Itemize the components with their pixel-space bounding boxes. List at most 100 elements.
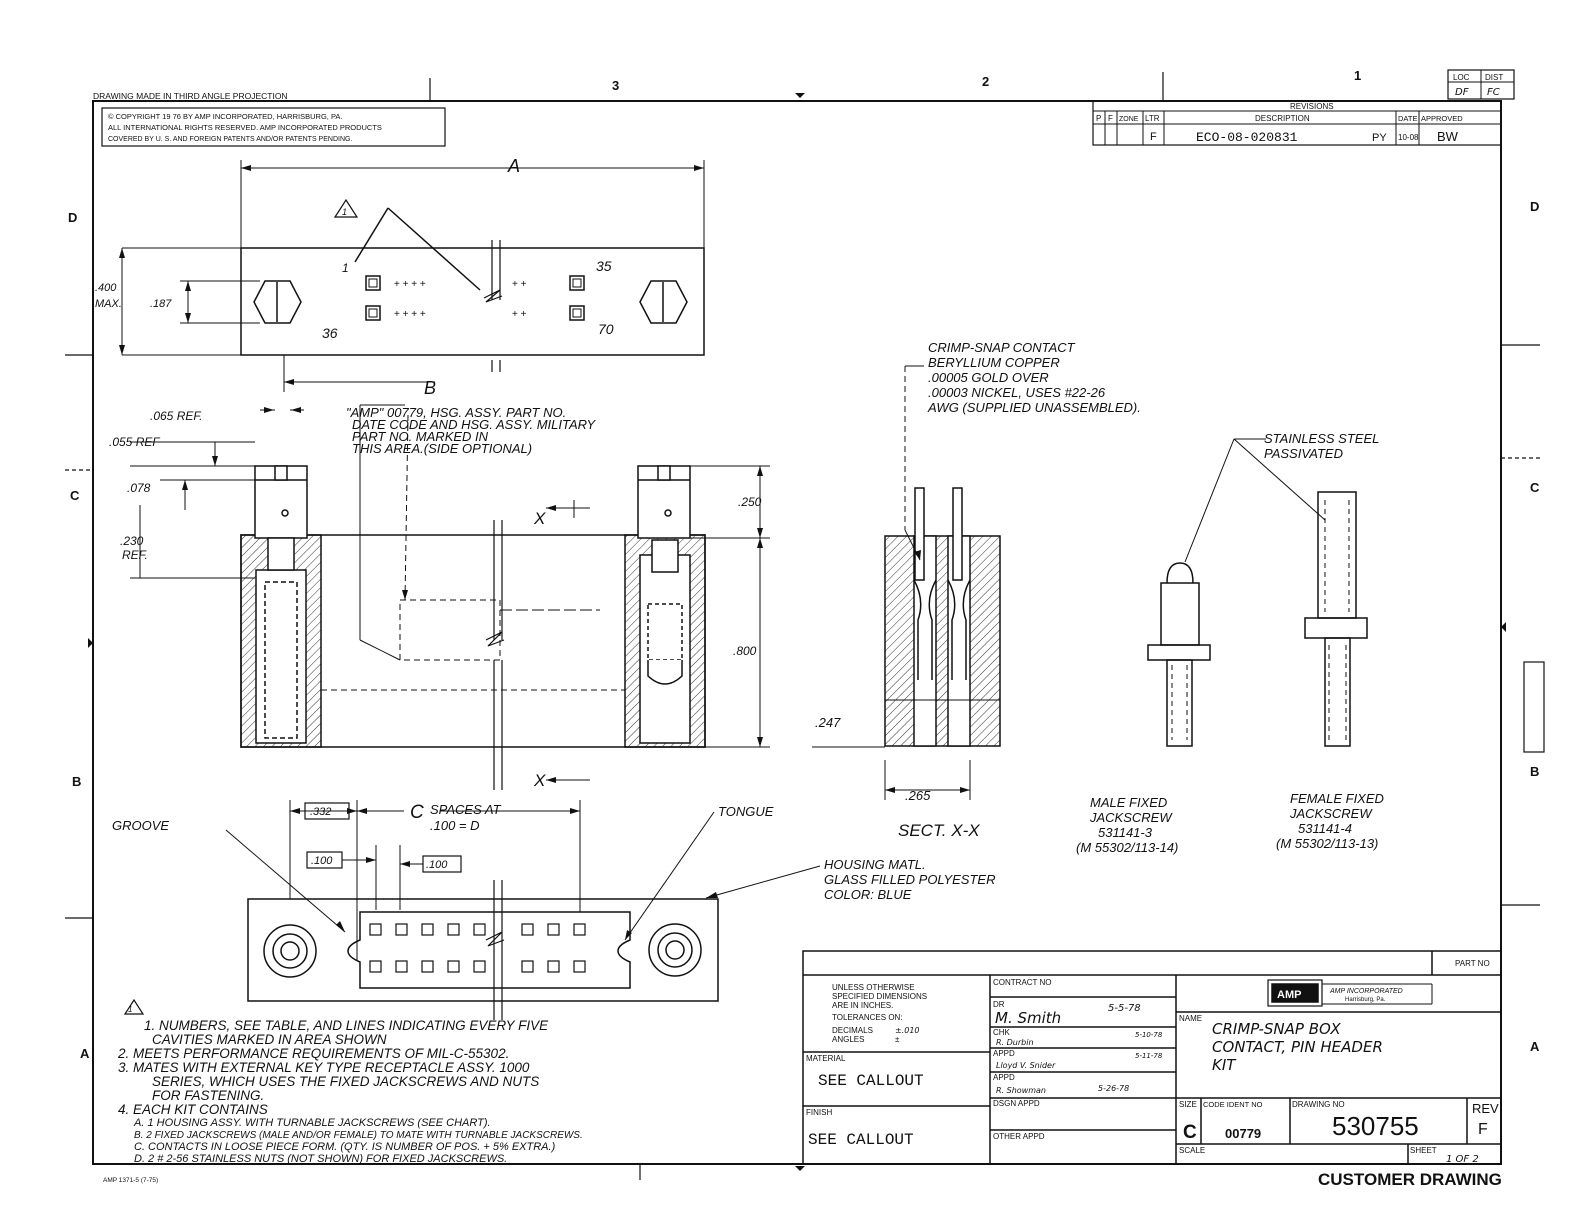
bottom-view-labels: .332 .100 .100 C SPACES AT .100 = D GROO… [112, 802, 995, 902]
note-steel-1: STAINLESS STEEL [1264, 431, 1379, 446]
dim-065-ref: .065 REF. [150, 409, 202, 423]
tb-appd-2-date: 5-26-78 [1098, 1084, 1129, 1093]
tb-other-appd: OTHER APPD [993, 1132, 1045, 1141]
dist-value: FC [1487, 87, 1500, 98]
loc-value: DF [1455, 87, 1469, 98]
rev-description: ECO-08-020831 [1196, 130, 1298, 145]
zone-left-d: D [68, 210, 77, 225]
dim-a: A [507, 156, 520, 176]
zone-top-1: 1 [1354, 68, 1361, 83]
gen-note-2: 2. MEETS PERFORMANCE REQUIREMENTS OF MIL… [117, 1046, 509, 1061]
male-jackscrew [1147, 562, 1211, 747]
housing-matl-2: GLASS FILLED POLYESTER [824, 872, 995, 887]
dist-label: DIST [1485, 73, 1503, 82]
cavity-36 [365, 305, 381, 321]
cavity-1 [365, 275, 381, 291]
zone-top-2: 2 [982, 74, 989, 89]
zone-top-3: 3 [612, 78, 619, 93]
note-amp-1: "AMP" 00779, HSG. ASSY. PART NO. [346, 405, 566, 420]
dim-332: .332 [310, 806, 331, 818]
tb-name-label: NAME [1179, 1014, 1202, 1023]
female-label-3: 531141-4 [1298, 821, 1352, 836]
tb-company-2: Harrisburg, Pa. [1345, 997, 1386, 1003]
tb-size-label: SIZE [1179, 1100, 1197, 1109]
note-steel-2: PASSIVATED [1264, 446, 1343, 461]
border-frame [65, 72, 1545, 1180]
gen-note-3c: FOR FASTENING. [152, 1088, 264, 1103]
svg-text:+ +: + + [512, 279, 527, 290]
tb-scale-label: SCALE [1179, 1146, 1205, 1155]
gen-note-4b: B. 2 FIXED JACKSCREWS (MALE AND/OR FEMAL… [134, 1130, 583, 1141]
dim-055-ref: .055 REF [109, 435, 160, 449]
copyright-box: © COPYRIGHT 19 76 BY AMP INCORPORATED, H… [101, 107, 446, 147]
tb-dr-date: 5-5-78 [1108, 1003, 1141, 1014]
tb-dwg-label: DRAWING NO [1292, 1100, 1345, 1109]
tb-sheet-label: SHEET [1410, 1146, 1437, 1155]
tb-rev: F [1478, 1121, 1488, 1138]
tb-tol-4: TOLERANCES ON: [832, 1013, 903, 1022]
cavity-label-35: 35 [596, 258, 612, 274]
center-mark-bottom [795, 1166, 805, 1171]
dim-250: .250 [738, 495, 762, 509]
top-view [121, 160, 705, 392]
front-view-labels: .065 REF. .055 REF .078 .230 REF. .250 .… [109, 405, 762, 790]
gen-note-3: 3. MATES WITH EXTERNAL KEY TYPE RECEPTAC… [118, 1060, 530, 1075]
tb-code: 00779 [1225, 1126, 1261, 1141]
tb-dsgn-appd: DSGN APPD [993, 1099, 1040, 1108]
tb-finish-label: FINISH [806, 1108, 832, 1117]
title-block [802, 950, 1502, 1165]
note-amp-3: PART NO. MARKED IN [352, 429, 489, 444]
tb-tol-1: UNLESS OTHERWISE [832, 983, 915, 992]
cavity-label-1: 1 [342, 261, 349, 275]
revisions-title: REVISIONS [1290, 102, 1334, 111]
tb-dr-name: M. Smith [995, 1009, 1061, 1027]
rev-col-zone: ZONE [1119, 116, 1139, 123]
tb-finish: SEE CALLOUT [808, 1131, 914, 1149]
rev-col-ltr: LTR [1145, 114, 1160, 123]
note-crimp-4: .00003 NICKEL, USES #22-26 [928, 385, 1106, 400]
note-amp-4: THIS AREA.(SIDE OPTIONAL) [352, 441, 532, 456]
dim-265: .265 [905, 788, 931, 803]
dim-800: .800 [733, 644, 757, 658]
rev-by: PY [1372, 132, 1387, 144]
amp-logo: AMP [1277, 989, 1301, 1001]
male-label-3: 531141-3 [1098, 825, 1153, 840]
svg-text:+ +: + + [512, 309, 527, 320]
zone-left-b: B [72, 774, 81, 789]
form-number: AMP 1371-5 (7-75) [103, 1177, 158, 1184]
section-labels: .247 .265 SECT. X-X CRIMP-SNAP CONTACT B… [815, 340, 1141, 840]
center-mark-left [88, 638, 93, 648]
male-label-2: JACKSCREW [1089, 810, 1173, 825]
svg-text:+ + + +: + + + + [394, 279, 426, 290]
dim-spaces-at: SPACES AT [430, 802, 502, 817]
section-title: SECT. X-X [898, 821, 980, 840]
tb-decimals: DECIMALS [832, 1026, 873, 1035]
bottom-view-arrows [290, 808, 718, 940]
customer-drawing-label: CUSTOMER DRAWING [1318, 1170, 1502, 1189]
rev-col-f: F [1108, 114, 1113, 123]
jackscrew-labels: STAINLESS STEEL PASSIVATED MALE FIXED JA… [1076, 431, 1384, 855]
cavity-label-36: 36 [322, 325, 338, 341]
female-jackscrew [1304, 491, 1368, 747]
rev-date: 10-08 [1398, 133, 1419, 142]
label-groove: GROOVE [112, 818, 169, 833]
gen-note-4a: A. 1 HOUSING ASSY. WITH TURNABLE JACKSCR… [133, 1117, 491, 1129]
steel-leader [1184, 438, 1326, 563]
rev-col-description: DESCRIPTION [1255, 114, 1310, 123]
top-view-arrows [119, 165, 704, 385]
section-arrows [885, 550, 970, 793]
tb-chk: CHK [993, 1028, 1011, 1037]
bottom-view-cavities [369, 923, 586, 973]
cavity-70 [569, 305, 585, 321]
tb-material-label: MATERIAL [806, 1054, 846, 1063]
copyright-line-1: © COPYRIGHT 19 76 BY AMP INCORPORATED, H… [108, 112, 342, 121]
tb-appd-2-name: R. Showman [996, 1086, 1046, 1095]
front-section-view [130, 404, 770, 790]
tb-angles: ANGLES [832, 1035, 864, 1044]
dim-247: .247 [815, 715, 841, 730]
dim-equals-d: .100 = D [430, 818, 480, 833]
zone-right-c: C [1530, 480, 1540, 495]
zone-labels: 3 2 1 D C B A D C B A [68, 68, 1540, 1061]
tb-angles-val: ± [895, 1035, 900, 1044]
note-1-triangle: 1 [128, 1005, 132, 1014]
